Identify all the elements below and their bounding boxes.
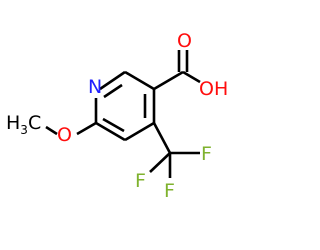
bond-c5-c6-inner: [102, 117, 125, 133]
carbonyl-oxygen-label: O: [177, 30, 192, 52]
bond-c4-cf3: [152, 122, 172, 154]
methyl-subscript: 3: [20, 123, 28, 137]
bond-c2-c3: [124, 70, 155, 91]
fluorine-right-label: F: [201, 143, 212, 165]
bond-n1-c2-inner: [103, 83, 123, 99]
structure-diagram: N O OH O H3C F F F: [6, 30, 228, 202]
methyl-label: H3C: [6, 112, 41, 137]
bond-c4-c5: [124, 121, 155, 142]
methyl-h: H: [6, 112, 20, 134]
molecule-svg: N O OH O H3C F F F: [6, 30, 228, 202]
fluorine-bottom-label: F: [164, 180, 175, 202]
bond-c3-ccooh: [153, 70, 184, 91]
bond-c-f3: [149, 152, 171, 173]
trifluoromethyl-group: [149, 122, 200, 178]
methyl-c: C: [28, 112, 41, 134]
nitrogen-label: N: [88, 76, 102, 98]
methoxy-oxygen-label: O: [57, 124, 72, 146]
bond-c5-c6: [95, 121, 126, 142]
hydroxyl-label: OH: [199, 78, 228, 100]
bond-c-oh: [182, 70, 201, 84]
bond-o-ch3: [45, 125, 58, 136]
bond-c6-o: [76, 121, 97, 136]
carboxyl-group: [153, 50, 201, 91]
fluorine-left-label: F: [135, 170, 146, 192]
methoxy-group: [45, 121, 97, 136]
bond-n1-c2: [99, 70, 126, 91]
pyridine-ring: [94, 70, 156, 142]
